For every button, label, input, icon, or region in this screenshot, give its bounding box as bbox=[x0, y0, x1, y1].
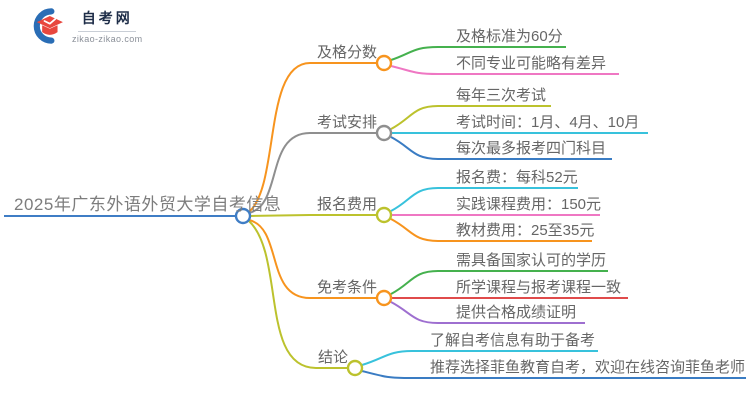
leaf-label-course-match[interactable]: 所学课程与报考课程一致 bbox=[456, 279, 622, 296]
leaf-label-exam-months[interactable]: 考试时间：1月、4月、10月 bbox=[456, 114, 640, 131]
branch-label-exemption-conditions[interactable]: 免考条件 bbox=[317, 279, 378, 296]
leaf-line-textbook-fee bbox=[390, 218, 592, 242]
branch-handle-conclusion[interactable] bbox=[346, 359, 364, 377]
trunk-line-exam-schedule bbox=[248, 132, 311, 214]
branch-handle-exam-schedule[interactable] bbox=[375, 124, 393, 142]
branch-handle-pass-score[interactable] bbox=[375, 54, 393, 72]
logo-divider bbox=[78, 31, 137, 32]
branch-label-exam-schedule[interactable]: 考试安排 bbox=[317, 114, 378, 131]
trunk-line-conclusion bbox=[248, 220, 317, 369]
trunk-line-pass-score bbox=[248, 62, 311, 213]
trunk-line-exemption-conditions bbox=[248, 219, 311, 299]
leaf-line-recognized-degree bbox=[390, 270, 608, 295]
leaf-line-max-subjects bbox=[390, 136, 612, 160]
branch-handle-exemption-conditions[interactable] bbox=[375, 289, 393, 307]
leaf-line-three-exams bbox=[390, 105, 551, 130]
branch-label-registration-fees[interactable]: 报名费用 bbox=[317, 196, 378, 213]
branch-handle-registration-fees[interactable] bbox=[375, 206, 393, 224]
leaf-label-recognized-degree[interactable]: 需具备国家认可的学历 bbox=[456, 252, 607, 269]
root-node-handle[interactable] bbox=[234, 207, 252, 225]
leaf-label-recommend[interactable]: 推荐选择菲鱼教育自考，欢迎在线咨询菲鱼老师 bbox=[430, 359, 746, 376]
leaf-label-pass-variance[interactable]: 不同专业可能略有差异 bbox=[456, 55, 607, 72]
graduation-cap-icon bbox=[33, 8, 63, 44]
leaf-label-score-proof[interactable]: 提供合格成绩证明 bbox=[456, 304, 577, 321]
leaf-label-know-info[interactable]: 了解自考信息有助于备考 bbox=[430, 332, 596, 349]
site-url[interactable]: zikao-zikao.com bbox=[72, 34, 143, 44]
leaf-label-max-subjects[interactable]: 每次最多报考四门科目 bbox=[456, 140, 607, 157]
site-logo[interactable]: 自考网 zikao-zikao.com bbox=[26, 6, 143, 46]
branch-label-conclusion[interactable]: 结论 bbox=[318, 349, 349, 366]
root-node-label[interactable]: 2025年广东外语外贸大学自考信息 bbox=[14, 195, 282, 214]
leaf-label-pass-standard[interactable]: 及格标准为60分 bbox=[456, 28, 563, 45]
leaf-line-pass-standard bbox=[390, 46, 566, 61]
leaf-label-three-exams[interactable]: 每年三次考试 bbox=[456, 87, 547, 104]
leaf-line-registration-fee bbox=[390, 187, 578, 212]
site-name[interactable]: 自考网 bbox=[81, 10, 133, 26]
leaf-label-textbook-fee[interactable]: 教材费用：25至35元 bbox=[456, 222, 595, 239]
leaf-line-pass-variance bbox=[390, 65, 619, 75]
leaf-label-practice-fee[interactable]: 实践课程费用：150元 bbox=[456, 196, 602, 213]
trunk-line-registration-fees bbox=[249, 214, 311, 217]
leaf-line-know-info bbox=[361, 350, 598, 366]
leaf-line-score-proof bbox=[390, 301, 585, 324]
branch-label-pass-score[interactable]: 及格分数 bbox=[317, 44, 378, 61]
leaf-label-registration-fee[interactable]: 报名费：每科52元 bbox=[456, 169, 578, 186]
leaf-line-recommend bbox=[361, 370, 746, 379]
